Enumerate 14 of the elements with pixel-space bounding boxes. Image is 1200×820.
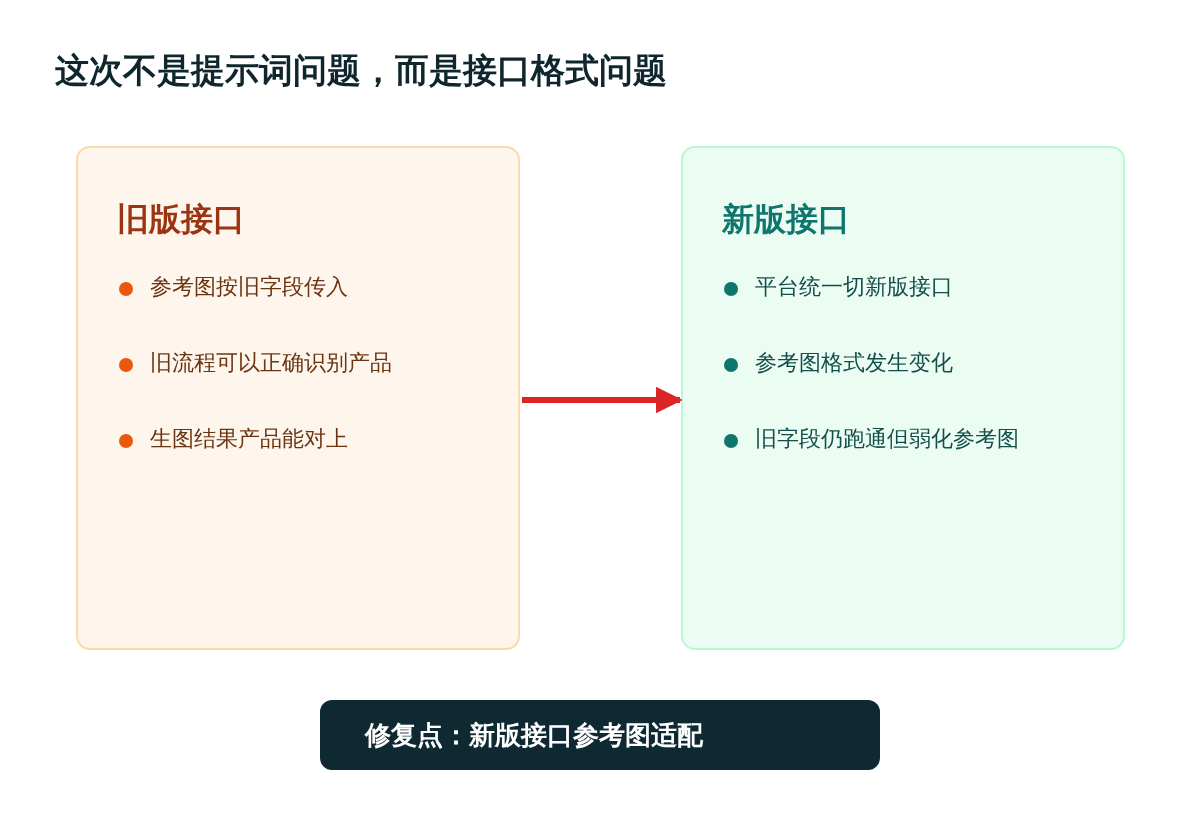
diagram-title: 这次不是提示词问题，而是接口格式问题 [55,49,667,92]
interface-card [76,146,520,650]
bullet-text: 参考图按旧字段传入 [150,273,348,301]
bullet-text: 平台统一切新版接口 [755,273,953,301]
card-heading: 新版接口 [722,199,850,240]
card-heading: 旧版接口 [117,199,245,240]
bullet-text: 旧字段仍跑通但弱化参考图 [755,425,1019,453]
summary-text: 修复点：新版接口参考图适配 [365,719,703,752]
bullet-text: 参考图格式发生变化 [755,349,953,377]
interface-card [681,146,1125,650]
bullet-text: 旧流程可以正确识别产品 [150,349,392,377]
arrow [522,386,683,414]
bullet-text: 生图结果产品能对上 [150,425,348,453]
summary-bar [320,700,880,770]
